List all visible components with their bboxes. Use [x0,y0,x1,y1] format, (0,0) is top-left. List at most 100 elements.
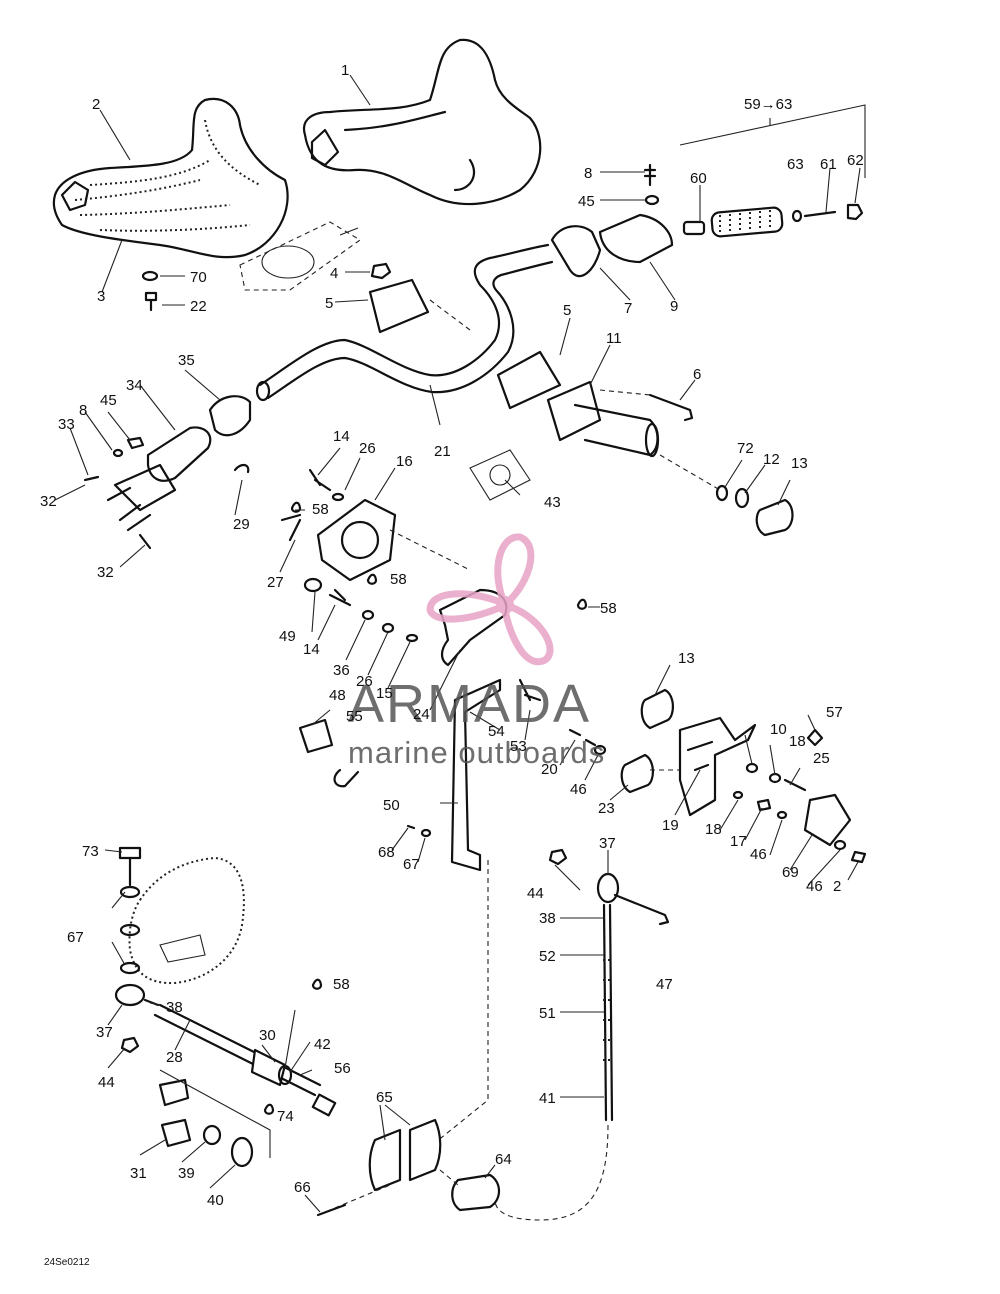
callout-label: 27 [267,574,284,591]
callout-label: 37 [96,1024,113,1041]
callout-label: 7 [624,300,632,317]
callout-label: 67 [67,929,84,946]
callout-label: 26 [359,440,376,457]
callout-label: 2 [92,96,100,113]
callout-label: 46 [806,878,823,895]
callout-label: 13 [791,455,808,472]
callout-label: 58 [390,571,407,588]
drawing-code: 24Se0212 [44,1257,90,1268]
callout-label: 56 [334,1060,351,1077]
callout-label: 36 [333,662,350,679]
cover-part [302,38,542,206]
callout-label: 2 [833,878,841,895]
callout-label: 50 [383,797,400,814]
callout-label: 38 [539,910,556,927]
callout-label: 62 [847,152,864,169]
callout-label: 58 [312,501,329,518]
callout-label: 37 [599,835,616,852]
callout-label: 32 [97,564,114,581]
callout-label: 43 [544,494,561,511]
callout-label: 65 [376,1089,393,1106]
callout-label: 53 [510,738,527,755]
callout-label: 19 [662,817,679,834]
callout-label: 25 [813,750,830,767]
callout-labels: 1 2 3 70 22 4 5 8 45 60 63 61 62 9 7 5 1… [40,62,864,1268]
callout-label: 42 [314,1036,331,1053]
callout-label: 33 [58,416,75,433]
propeller-logo-icon [426,533,554,666]
callout-label: 60 [690,170,707,187]
callout-label: 66 [294,1179,311,1196]
callout-label: 23 [598,800,615,817]
callout-label: 14 [333,428,350,445]
callout-label: 24 [413,706,430,723]
callout-label: 29 [233,516,250,533]
watermark-tagline: marine outboards [348,735,605,770]
callout-label: 63 [787,156,804,173]
grip-pad-part [52,97,289,259]
callout-label: 51 [539,1005,556,1022]
callout-label: 47 [656,976,673,993]
callout-label: 14 [303,641,320,658]
callout-label: 44 [527,885,544,902]
callout-label: 9 [670,298,678,315]
cable-part [602,903,608,1122]
callout-label: 12 [763,451,780,468]
watermark-logo: ARMADA marine outboards [348,533,605,770]
callout-label: 68 [378,844,395,861]
callout-label: 46 [570,781,587,798]
callout-label: 52 [539,948,556,965]
engine-cover-outline [128,856,245,985]
callout-label: 48 [329,687,346,704]
callout-label: 58 [333,976,350,993]
kit-range-label: 59→63 [744,96,792,113]
callout-label: 70 [190,269,207,286]
switch-assembly-part [146,426,212,482]
callout-label: 58 [600,600,617,617]
callout-label: 26 [356,673,373,690]
lever-part [450,678,502,872]
callout-label: 3 [97,288,105,305]
clamp-plate-part [368,278,430,334]
callout-label: 5 [563,302,571,319]
callout-label: 61 [820,156,837,173]
callout-label: 11 [606,330,622,347]
callout-label: 5 [325,295,333,312]
callout-label: 49 [279,628,296,645]
throttle-grip-part [710,206,784,238]
callout-label: 73 [82,843,99,860]
callout-label: 54 [488,723,505,740]
callout-label: 18 [789,733,806,750]
callout-label: 72 [737,440,754,457]
callout-label: 6 [693,366,701,383]
callout-label: 41 [539,1090,556,1107]
callout-label: 13 [678,650,695,667]
switch-housing-part [598,213,674,264]
callout-label: 22 [190,298,207,315]
callout-label: 38 [166,999,183,1016]
callout-label: 4 [330,265,338,282]
callout-label: 45 [578,193,595,210]
callout-label: 8 [79,402,87,419]
handlebar-part [258,243,550,387]
callout-label: 17 [730,833,747,850]
callout-label: 46 [750,846,767,863]
callout-label: 45 [100,392,117,409]
watermark-brand: ARMADA [348,674,591,734]
callout-label: 57 [826,704,843,721]
callout-label: 31 [130,1165,147,1182]
callout-label: 1 [341,62,349,79]
callout-label: 16 [396,453,413,470]
callout-label: 21 [434,443,451,460]
callout-label: 67 [403,856,420,873]
callout-label: 30 [259,1027,276,1044]
callout-label: 32 [40,493,57,510]
callout-label: 34 [126,377,143,394]
callout-label: 69 [782,864,799,881]
callout-label: 20 [541,761,558,778]
callout-label: 10 [770,721,787,738]
callout-label: 64 [495,1151,512,1168]
support-housing-part [316,498,397,582]
callout-label: 40 [207,1192,224,1209]
